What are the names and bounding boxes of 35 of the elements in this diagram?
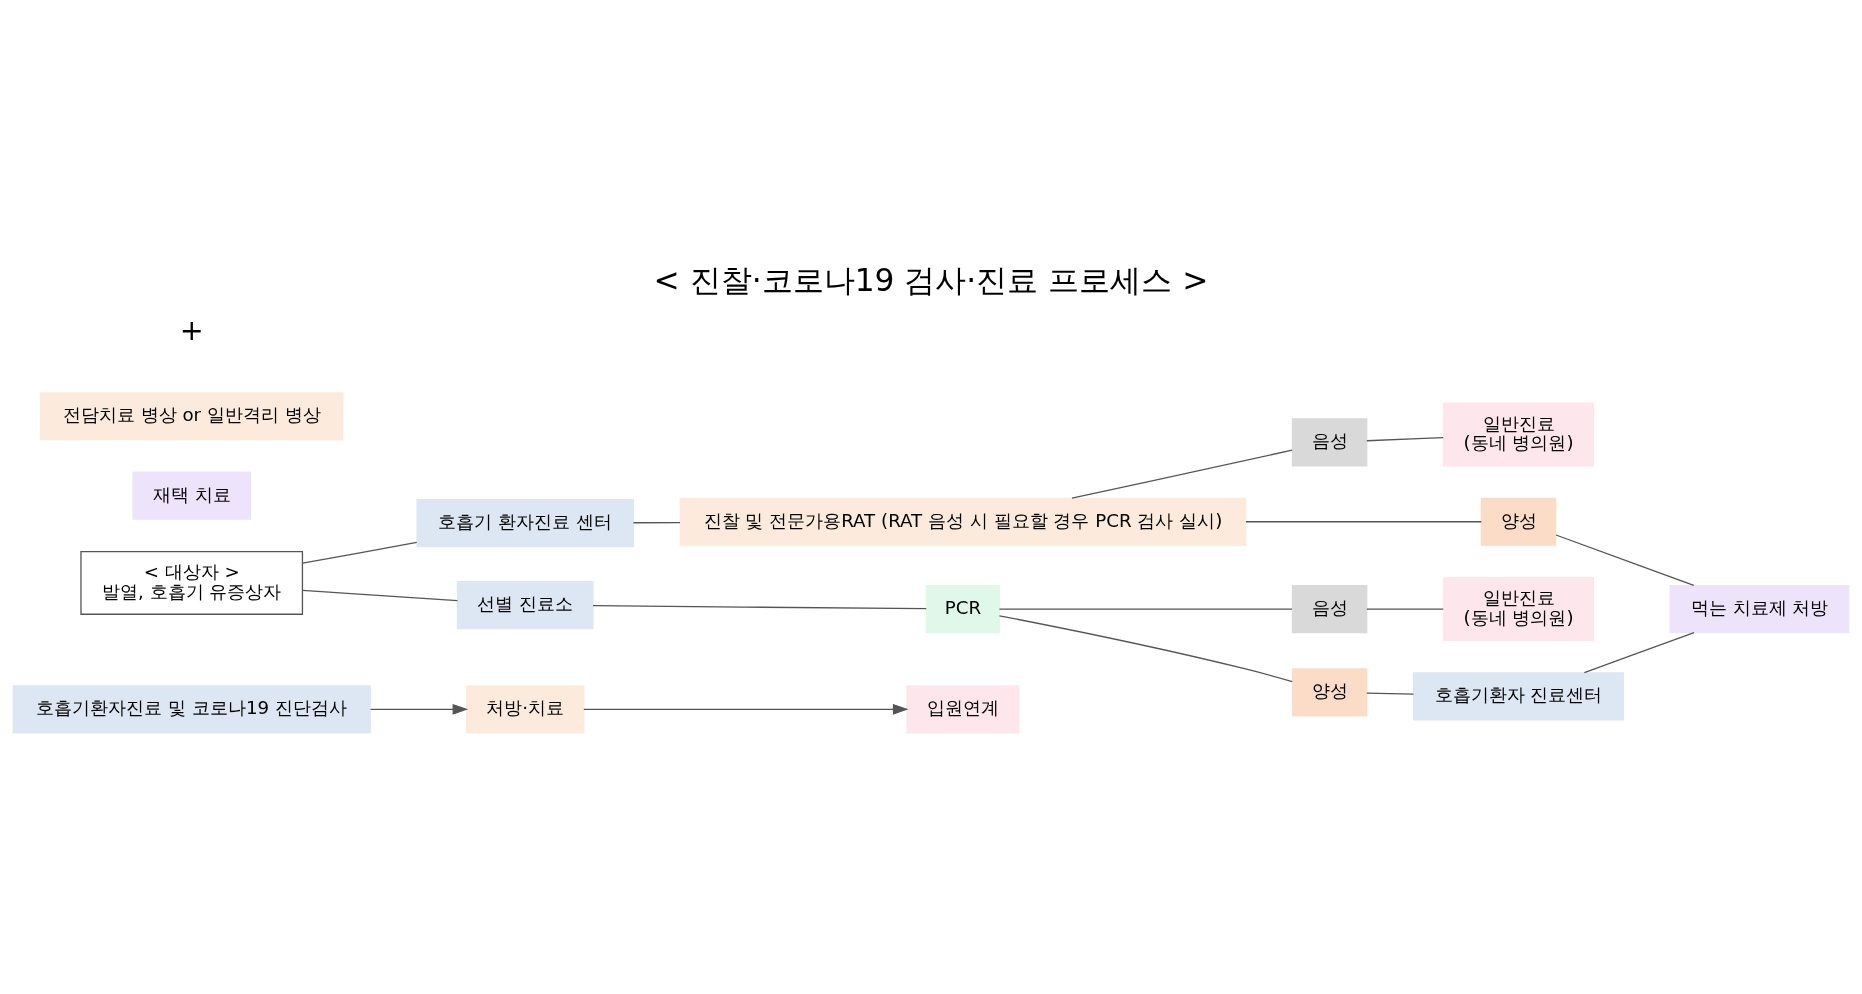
node-box: 호흡기환자진료 및 코로나19 진단검사 — [12, 685, 371, 734]
connector — [1555, 534, 1695, 587]
node-box: 먹는 치료제 처방 — [1669, 584, 1850, 634]
node-box: 양성 — [1480, 497, 1557, 546]
connector — [1245, 521, 1483, 523]
node-box: PCR — [925, 584, 1001, 634]
connector — [1366, 692, 1415, 695]
node-box: 일반진료 (동네 병의원) — [1442, 577, 1595, 641]
node-box: 호흡기환자 진료센터 — [1413, 672, 1625, 721]
node-box: 재택 치료 — [132, 471, 251, 520]
node-box: 양성 — [1291, 668, 1368, 717]
connector — [1366, 608, 1444, 610]
connector — [1583, 631, 1695, 674]
node-box: 음성 — [1291, 418, 1368, 467]
node-box: 일반진료 (동네 병의원) — [1442, 402, 1595, 467]
label: + — [179, 313, 204, 348]
connector — [998, 608, 1293, 610]
node-box: 진찰 및 전문가용RAT (RAT 음성 시 필요할 경우 PCR 검사 실시) — [679, 497, 1247, 546]
arrow — [583, 703, 909, 715]
node-box: 호흡기 환자진료 센터 — [416, 498, 634, 548]
connector — [302, 589, 459, 602]
node-box: 처방·치료 — [465, 685, 585, 734]
arrow — [369, 703, 469, 715]
node-box: 전담치료 병상 or 일반격리 병상 — [39, 392, 344, 441]
connector — [592, 605, 927, 610]
connector — [302, 541, 418, 564]
node-box: 입원연계 — [906, 685, 1020, 734]
connector — [1071, 449, 1293, 499]
connector — [1366, 436, 1444, 442]
connector — [998, 615, 1293, 683]
connector — [632, 521, 681, 524]
node-box: 선별 진료소 — [456, 581, 594, 630]
node-box: 음성 — [1291, 584, 1368, 634]
node-box: < 대상자 > 발열, 호흡기 유증상자 — [80, 551, 304, 615]
diagram-title: < 진찰·코로나19 검사·진료 프로세스 > — [653, 262, 1209, 299]
